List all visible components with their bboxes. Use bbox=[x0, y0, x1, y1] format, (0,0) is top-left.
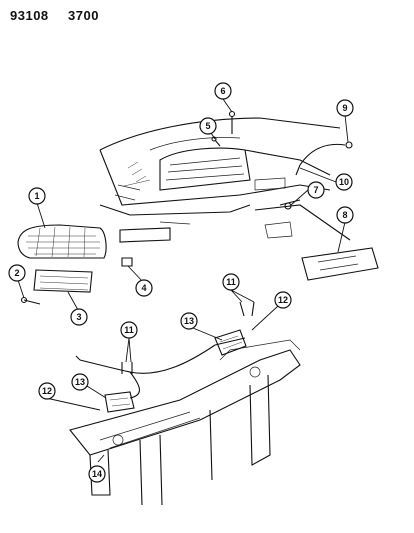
svg-text:14: 14 bbox=[92, 469, 102, 479]
callout-12-left: 12 bbox=[38, 382, 56, 400]
svg-text:13: 13 bbox=[184, 316, 194, 326]
callout-13-left: 13 bbox=[71, 373, 89, 391]
callout-5: 5 bbox=[199, 117, 217, 135]
hood-cable bbox=[75, 329, 247, 413]
fastener-11-left bbox=[121, 362, 133, 374]
fastener-11-right bbox=[239, 301, 255, 317]
callout-9: 9 bbox=[336, 99, 354, 117]
callout-14: 14 bbox=[88, 465, 106, 483]
diagram-code-left: 93108 bbox=[10, 8, 49, 23]
side-marker-lamp bbox=[301, 247, 379, 281]
leader-lines bbox=[17, 98, 349, 463]
svg-text:8: 8 bbox=[342, 210, 347, 220]
svg-text:10: 10 bbox=[339, 177, 349, 187]
svg-text:2: 2 bbox=[14, 268, 19, 278]
callout-11-left: 11 bbox=[120, 321, 138, 339]
callout-11-right: 11 bbox=[222, 273, 240, 291]
callout-8: 8 bbox=[336, 206, 354, 224]
svg-text:11: 11 bbox=[124, 325, 134, 335]
svg-text:3: 3 bbox=[76, 312, 81, 322]
svg-text:12: 12 bbox=[42, 386, 52, 396]
svg-text:13: 13 bbox=[75, 377, 85, 387]
callout-1: 1 bbox=[28, 187, 46, 205]
svg-text:4: 4 bbox=[141, 283, 146, 293]
callout-10: 10 bbox=[335, 173, 353, 191]
diagram-code-right: 3700 bbox=[68, 8, 99, 23]
svg-text:5: 5 bbox=[205, 121, 210, 131]
callout-3: 3 bbox=[70, 308, 88, 326]
svg-text:11: 11 bbox=[226, 277, 236, 287]
radiator-support bbox=[69, 339, 301, 506]
callout-6: 6 bbox=[214, 82, 232, 100]
svg-text:6: 6 bbox=[220, 86, 225, 96]
callout-12-right: 12 bbox=[274, 291, 292, 309]
screw-2 bbox=[20, 296, 41, 305]
svg-text:12: 12 bbox=[278, 295, 288, 305]
callout-2: 2 bbox=[8, 264, 26, 282]
marker-wire bbox=[295, 141, 353, 176]
callout-4: 4 bbox=[135, 279, 153, 297]
park-lamp bbox=[33, 269, 93, 293]
fastener-6 bbox=[228, 110, 236, 134]
callout-7: 7 bbox=[307, 181, 325, 199]
svg-text:9: 9 bbox=[342, 103, 347, 113]
svg-text:1: 1 bbox=[34, 191, 39, 201]
socket-7 bbox=[284, 202, 292, 210]
car-front-body bbox=[99, 117, 351, 243]
headlamp-assembly bbox=[17, 224, 107, 259]
nut-4 bbox=[121, 257, 133, 267]
svg-text:7: 7 bbox=[313, 185, 318, 195]
fastener-5 bbox=[211, 136, 221, 147]
callout-13-right: 13 bbox=[180, 312, 198, 330]
